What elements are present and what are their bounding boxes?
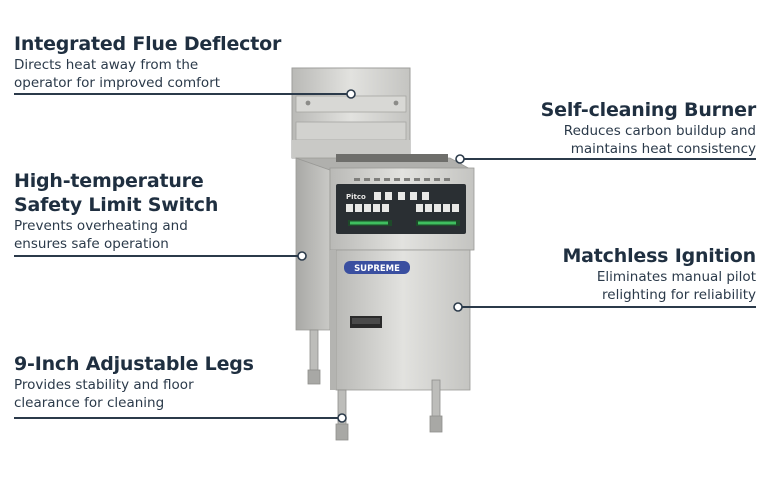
fryer-door: SUPREME xyxy=(330,249,471,391)
callout-adjustable-legs: 9-Inch Adjustable Legs Provides stabilit… xyxy=(14,352,254,412)
limit-marker-dot xyxy=(297,251,307,261)
callout-title: High-temperature xyxy=(14,170,204,192)
callout-desc-line: ensures safe operation xyxy=(14,236,169,252)
callout-desc-line: Prevents overheating and xyxy=(14,218,188,234)
flue-deflector xyxy=(291,67,411,159)
callout-title: Matchless Ignition xyxy=(562,245,756,267)
burner-marker-dot xyxy=(455,154,465,164)
brand-logo: Pitco xyxy=(346,193,366,201)
flue-marker-dot xyxy=(346,89,356,99)
callout-title-line-2: Safety Limit Switch xyxy=(14,194,219,216)
callout-title: Self-cleaning Burner xyxy=(540,99,757,121)
callout-desc-line: Provides stability and floor xyxy=(14,377,194,393)
adjustable-legs xyxy=(307,329,443,441)
callout-desc-line: maintains heat consistency xyxy=(570,141,756,157)
callout-matchless-ignition: Matchless Ignition Eliminates manual pil… xyxy=(562,244,756,304)
callout-desc-line: relighting for reliability xyxy=(602,287,756,303)
legs-marker-dot xyxy=(337,413,347,423)
callout-title: Integrated Flue Deflector xyxy=(14,33,282,55)
callout-self-cleaning-burner: Self-cleaning Burner Reduces carbon buil… xyxy=(540,98,757,158)
callout-desc-line: Directs heat away from the xyxy=(14,57,199,73)
callout-safety-limit-switch: High-temperature Safety Limit Switch Pre… xyxy=(14,169,218,253)
callout-flue-deflector: Integrated Flue Deflector Directs heat a… xyxy=(14,32,281,92)
model-badge: SUPREME xyxy=(354,264,400,274)
callout-desc-line: Reduces carbon buildup and xyxy=(563,123,756,139)
control-panel: Pitco xyxy=(329,167,475,251)
callout-desc-line: operator for improved comfort xyxy=(14,75,221,91)
callout-desc-line: Eliminates manual pilot xyxy=(596,269,756,285)
callout-title: 9-Inch Adjustable Legs xyxy=(14,353,254,375)
ignition-marker-dot xyxy=(453,302,463,312)
callout-desc-line: clearance for cleaning xyxy=(14,395,165,411)
